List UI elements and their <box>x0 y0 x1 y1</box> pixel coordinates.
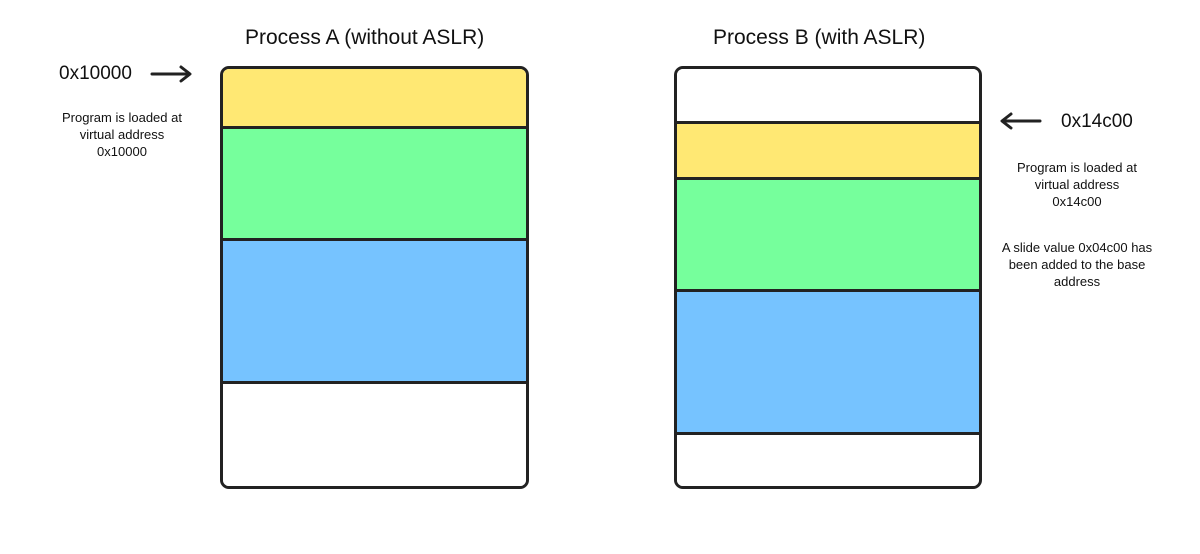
segment-empty-top <box>677 69 979 121</box>
process-b-memory-box <box>674 66 982 489</box>
note-line: Program is loaded at <box>62 110 182 125</box>
process-a-address-label: 0x10000 <box>59 63 132 84</box>
note-line: virtual address <box>1034 177 1120 192</box>
segment-green <box>223 126 526 238</box>
note-line: virtual address <box>79 127 165 142</box>
process-a-memory-box <box>220 66 529 489</box>
segment-yellow <box>223 69 526 126</box>
process-b-load-note: Program is loaded at virtual address 0x1… <box>992 159 1162 210</box>
arrow-left-icon <box>998 111 1042 131</box>
process-a-load-note: Program is loaded at virtual address 0x1… <box>42 109 202 160</box>
segment-blue <box>677 289 979 432</box>
note-line: address <box>1053 274 1101 289</box>
process-b-slide-note: A slide value 0x04c00 has been added to … <box>988 239 1166 290</box>
note-line: 0x14c00 <box>1052 194 1102 209</box>
segment-green <box>677 177 979 289</box>
note-line: 0x10000 <box>97 144 147 159</box>
process-b-address-label: 0x14c00 <box>1061 111 1133 132</box>
segment-empty <box>223 381 526 486</box>
note-line: been added to the base <box>1008 257 1146 272</box>
arrow-right-icon <box>150 64 194 84</box>
note-line: A slide value 0x04c00 has <box>1001 240 1153 255</box>
process-b-title: Process B (with ASLR) <box>713 26 926 49</box>
note-line: Program is loaded at <box>1017 160 1137 175</box>
segment-yellow <box>677 121 979 177</box>
segment-blue <box>223 238 526 381</box>
segment-empty-bottom <box>677 432 979 486</box>
process-a-title: Process A (without ASLR) <box>245 26 485 49</box>
